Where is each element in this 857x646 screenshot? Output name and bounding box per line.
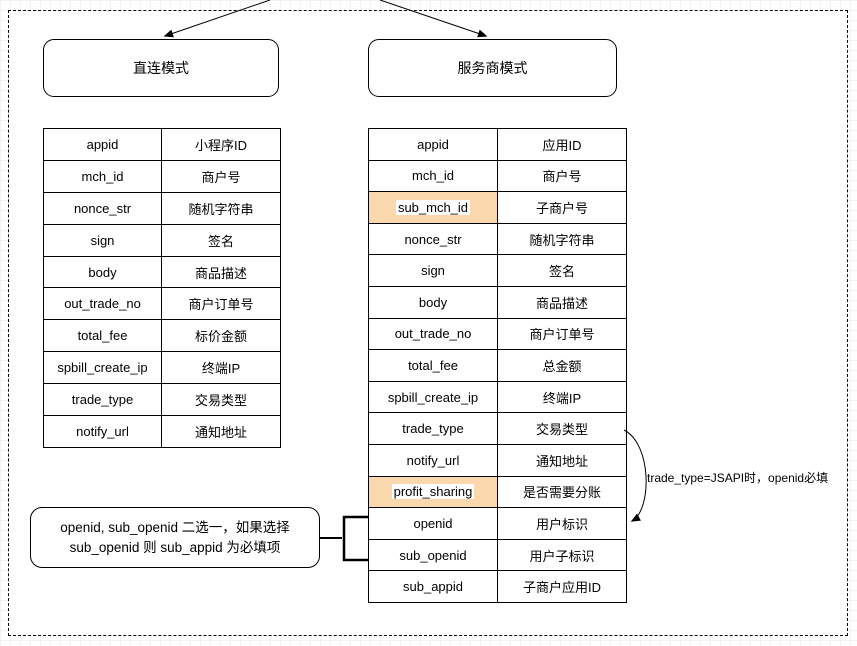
- openid-note-line-2: sub_openid 则 sub_appid 为必填项: [69, 539, 281, 555]
- param-cell: notify_url: [368, 443, 498, 477]
- direct-mode-box: 直连模式: [43, 39, 279, 97]
- table-row: mch_id 商户号: [43, 159, 281, 193]
- param-cell: notify_url: [43, 415, 162, 448]
- table-row: sub_appid 子商户应用ID: [368, 570, 627, 603]
- desc-cell: 签名: [497, 254, 627, 287]
- service-provider-param-table: appid 应用ID mch_id 商户号 sub_mch_id 子商户号 no…: [368, 128, 627, 603]
- table-row: total_fee 总金额: [368, 349, 627, 382]
- param-cell: sub_appid: [368, 570, 498, 603]
- desc-cell: 商品描述: [161, 255, 281, 289]
- param-label: sub_mch_id: [395, 199, 471, 215]
- table-row-highlighted: profit_sharing 是否需要分账: [368, 475, 627, 509]
- desc-cell: 应用ID: [497, 128, 627, 161]
- param-label: profit_sharing: [391, 484, 475, 500]
- table-row: total_fee 标价金额: [43, 319, 281, 353]
- table-row: spbill_create_ip 终端IP: [368, 380, 627, 414]
- param-cell: spbill_create_ip: [43, 351, 162, 385]
- desc-cell: 商户号: [497, 159, 627, 193]
- desc-cell: 商品描述: [497, 285, 627, 319]
- param-cell: appid: [43, 128, 162, 161]
- table-row: trade_type 交易类型: [43, 383, 281, 417]
- table-row: out_trade_no 商户订单号: [368, 317, 627, 351]
- desc-cell: 终端IP: [161, 351, 281, 385]
- desc-cell: 子商户号: [497, 191, 627, 224]
- table-row: out_trade_no 商户订单号: [43, 287, 281, 321]
- param-cell: sign: [43, 223, 162, 257]
- table-row: sign 签名: [368, 254, 627, 287]
- desc-cell: 商户号: [161, 159, 281, 193]
- desc-cell: 标价金额: [161, 319, 281, 353]
- table-row: body 商品描述: [43, 255, 281, 289]
- table-row: nonce_str 随机字符串: [368, 222, 627, 256]
- table-row: appid 小程序ID: [43, 128, 281, 161]
- param-cell: mch_id: [368, 159, 498, 193]
- jsapi-condition-label: trade_type=JSAPI时，openid必填: [647, 471, 829, 485]
- param-cell-highlighted: profit_sharing: [368, 475, 498, 509]
- param-cell: openid: [368, 507, 498, 540]
- param-cell: sign: [368, 254, 498, 287]
- direct-mode-title: 直连模式: [133, 60, 189, 76]
- desc-cell: 通知地址: [161, 415, 281, 448]
- param-cell-highlighted: sub_mch_id: [368, 191, 498, 224]
- param-cell: out_trade_no: [43, 287, 162, 321]
- desc-cell: 小程序ID: [161, 128, 281, 161]
- table-row: nonce_str 随机字符串: [43, 191, 281, 225]
- table-row: sign 签名: [43, 223, 281, 257]
- desc-cell: 商户订单号: [161, 287, 281, 321]
- desc-cell: 总金额: [497, 349, 627, 382]
- table-row: notify_url 通知地址: [368, 443, 627, 477]
- param-cell: nonce_str: [43, 191, 162, 225]
- table-row: body 商品描述: [368, 285, 627, 319]
- table-row: trade_type 交易类型: [368, 412, 627, 445]
- param-cell: body: [368, 285, 498, 319]
- param-cell: appid: [368, 128, 498, 161]
- param-cell: trade_type: [368, 412, 498, 445]
- desc-cell: 用户标识: [497, 507, 627, 540]
- param-cell: out_trade_no: [368, 317, 498, 351]
- param-cell: nonce_str: [368, 222, 498, 256]
- table-row: openid 用户标识: [368, 507, 627, 540]
- table-row: mch_id 商户号: [368, 159, 627, 193]
- table-row-highlighted: sub_mch_id 子商户号: [368, 191, 627, 224]
- desc-cell: 子商户应用ID: [497, 570, 627, 603]
- param-cell: trade_type: [43, 383, 162, 417]
- param-cell: total_fee: [368, 349, 498, 382]
- desc-cell: 是否需要分账: [497, 475, 627, 509]
- desc-cell: 终端IP: [497, 380, 627, 414]
- desc-cell: 随机字符串: [497, 222, 627, 256]
- param-cell: sub_openid: [368, 538, 498, 572]
- desc-cell: 随机字符串: [161, 191, 281, 225]
- param-cell: mch_id: [43, 159, 162, 193]
- openid-note-line-1: openid, sub_openid 二选一，如果选择: [60, 519, 290, 535]
- table-row: spbill_create_ip 终端IP: [43, 351, 281, 385]
- direct-mode-param-table: appid 小程序ID mch_id 商户号 nonce_str 随机字符串 s…: [43, 128, 281, 448]
- openid-choice-note: openid, sub_openid 二选一，如果选择 sub_openid 则…: [30, 507, 320, 568]
- param-cell: spbill_create_ip: [368, 380, 498, 414]
- desc-cell: 用户子标识: [497, 538, 627, 572]
- desc-cell: 签名: [161, 223, 281, 257]
- table-row: appid 应用ID: [368, 128, 627, 161]
- param-cell: total_fee: [43, 319, 162, 353]
- param-cell: body: [43, 255, 162, 289]
- desc-cell: 通知地址: [497, 443, 627, 477]
- desc-cell: 交易类型: [497, 412, 627, 445]
- service-provider-mode-box: 服务商模式: [368, 39, 617, 97]
- desc-cell: 商户订单号: [497, 317, 627, 351]
- table-row: notify_url 通知地址: [43, 415, 281, 448]
- service-provider-mode-title: 服务商模式: [457, 60, 528, 76]
- desc-cell: 交易类型: [161, 383, 281, 417]
- table-row: sub_openid 用户子标识: [368, 538, 627, 572]
